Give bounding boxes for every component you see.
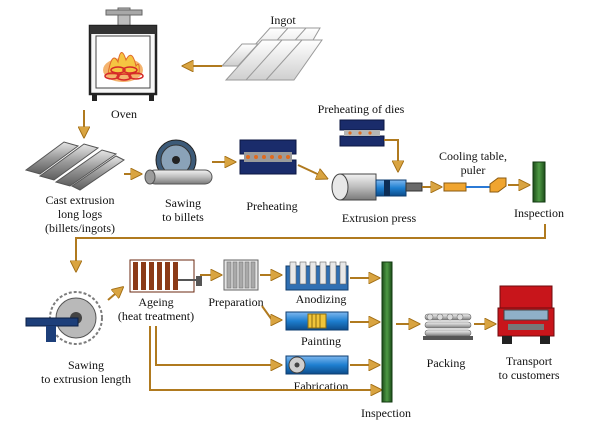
preparation-label: Preparation xyxy=(208,295,263,309)
cast-extrusion-label-3: (billets/ingots) xyxy=(45,221,115,235)
arrow-prep-to-painting xyxy=(261,305,280,320)
cooling-table-label-2: puler xyxy=(461,163,486,177)
arrow-ageing-to-fabrication xyxy=(155,326,280,365)
anodizing-tank-icon xyxy=(285,261,349,291)
arrow-ageing-to-inspection xyxy=(149,326,380,390)
cooling-table-icon xyxy=(443,177,507,193)
cast-extrusion-label-2: long logs xyxy=(58,207,103,221)
saw-length-icon xyxy=(25,291,103,345)
sawing-length-label-2: to extrusion length xyxy=(41,372,131,386)
sawing-length-label-1: Sawing xyxy=(68,358,104,372)
fabrication-machine-icon xyxy=(285,355,349,375)
cooling-table-label-1: Cooling table, xyxy=(439,149,507,163)
inspection-bar-top xyxy=(532,161,546,203)
inspection-bottom-label: Inspection xyxy=(361,406,411,420)
die-heater-icon xyxy=(339,119,385,147)
anodizing-label: Anodizing xyxy=(296,292,347,306)
preheating-furnace-icon xyxy=(239,139,297,175)
preheating-dies-label: Preheating of dies xyxy=(318,102,405,116)
oven-icon xyxy=(88,7,158,101)
oven-label: Oven xyxy=(111,107,137,121)
transport-label-1: Transport xyxy=(506,354,553,368)
ageing-rack-icon xyxy=(129,259,202,293)
preparation-rack-icon xyxy=(223,259,259,291)
painting-booth-icon xyxy=(285,311,349,331)
painting-label: Painting xyxy=(301,334,341,348)
arrow-return-to-sawing xyxy=(76,224,546,270)
sawing-billets-label-2: to billets xyxy=(162,210,204,224)
ingot-stack-icon xyxy=(220,27,323,81)
extrusion-press-label: Extrusion press xyxy=(342,211,417,225)
saw-billets-icon xyxy=(144,139,213,185)
packing-label: Packing xyxy=(427,356,466,370)
sawing-billets-label-1: Sawing xyxy=(165,196,201,210)
cast-logs-icon xyxy=(24,141,125,191)
arrow-dies-to-press xyxy=(384,139,398,170)
inspection-bar-bottom xyxy=(381,261,393,403)
packing-stack-icon xyxy=(423,313,473,340)
ageing-label-2: (heat treatment) xyxy=(118,309,194,323)
truck-icon xyxy=(497,285,555,344)
ingot-label: Ingot xyxy=(270,13,296,27)
inspection-top-label: Inspection xyxy=(514,206,564,220)
cast-extrusion-label-1: Cast extrusion xyxy=(46,193,115,207)
ageing-label-1: Ageing xyxy=(138,295,173,309)
extrusion-press-icon xyxy=(331,173,423,201)
transport-label-2: to customers xyxy=(499,368,560,382)
arrow-preheat-to-press xyxy=(297,164,326,178)
preheating-label: Preheating xyxy=(246,199,297,213)
arrow-saw-to-ageing xyxy=(107,288,122,301)
